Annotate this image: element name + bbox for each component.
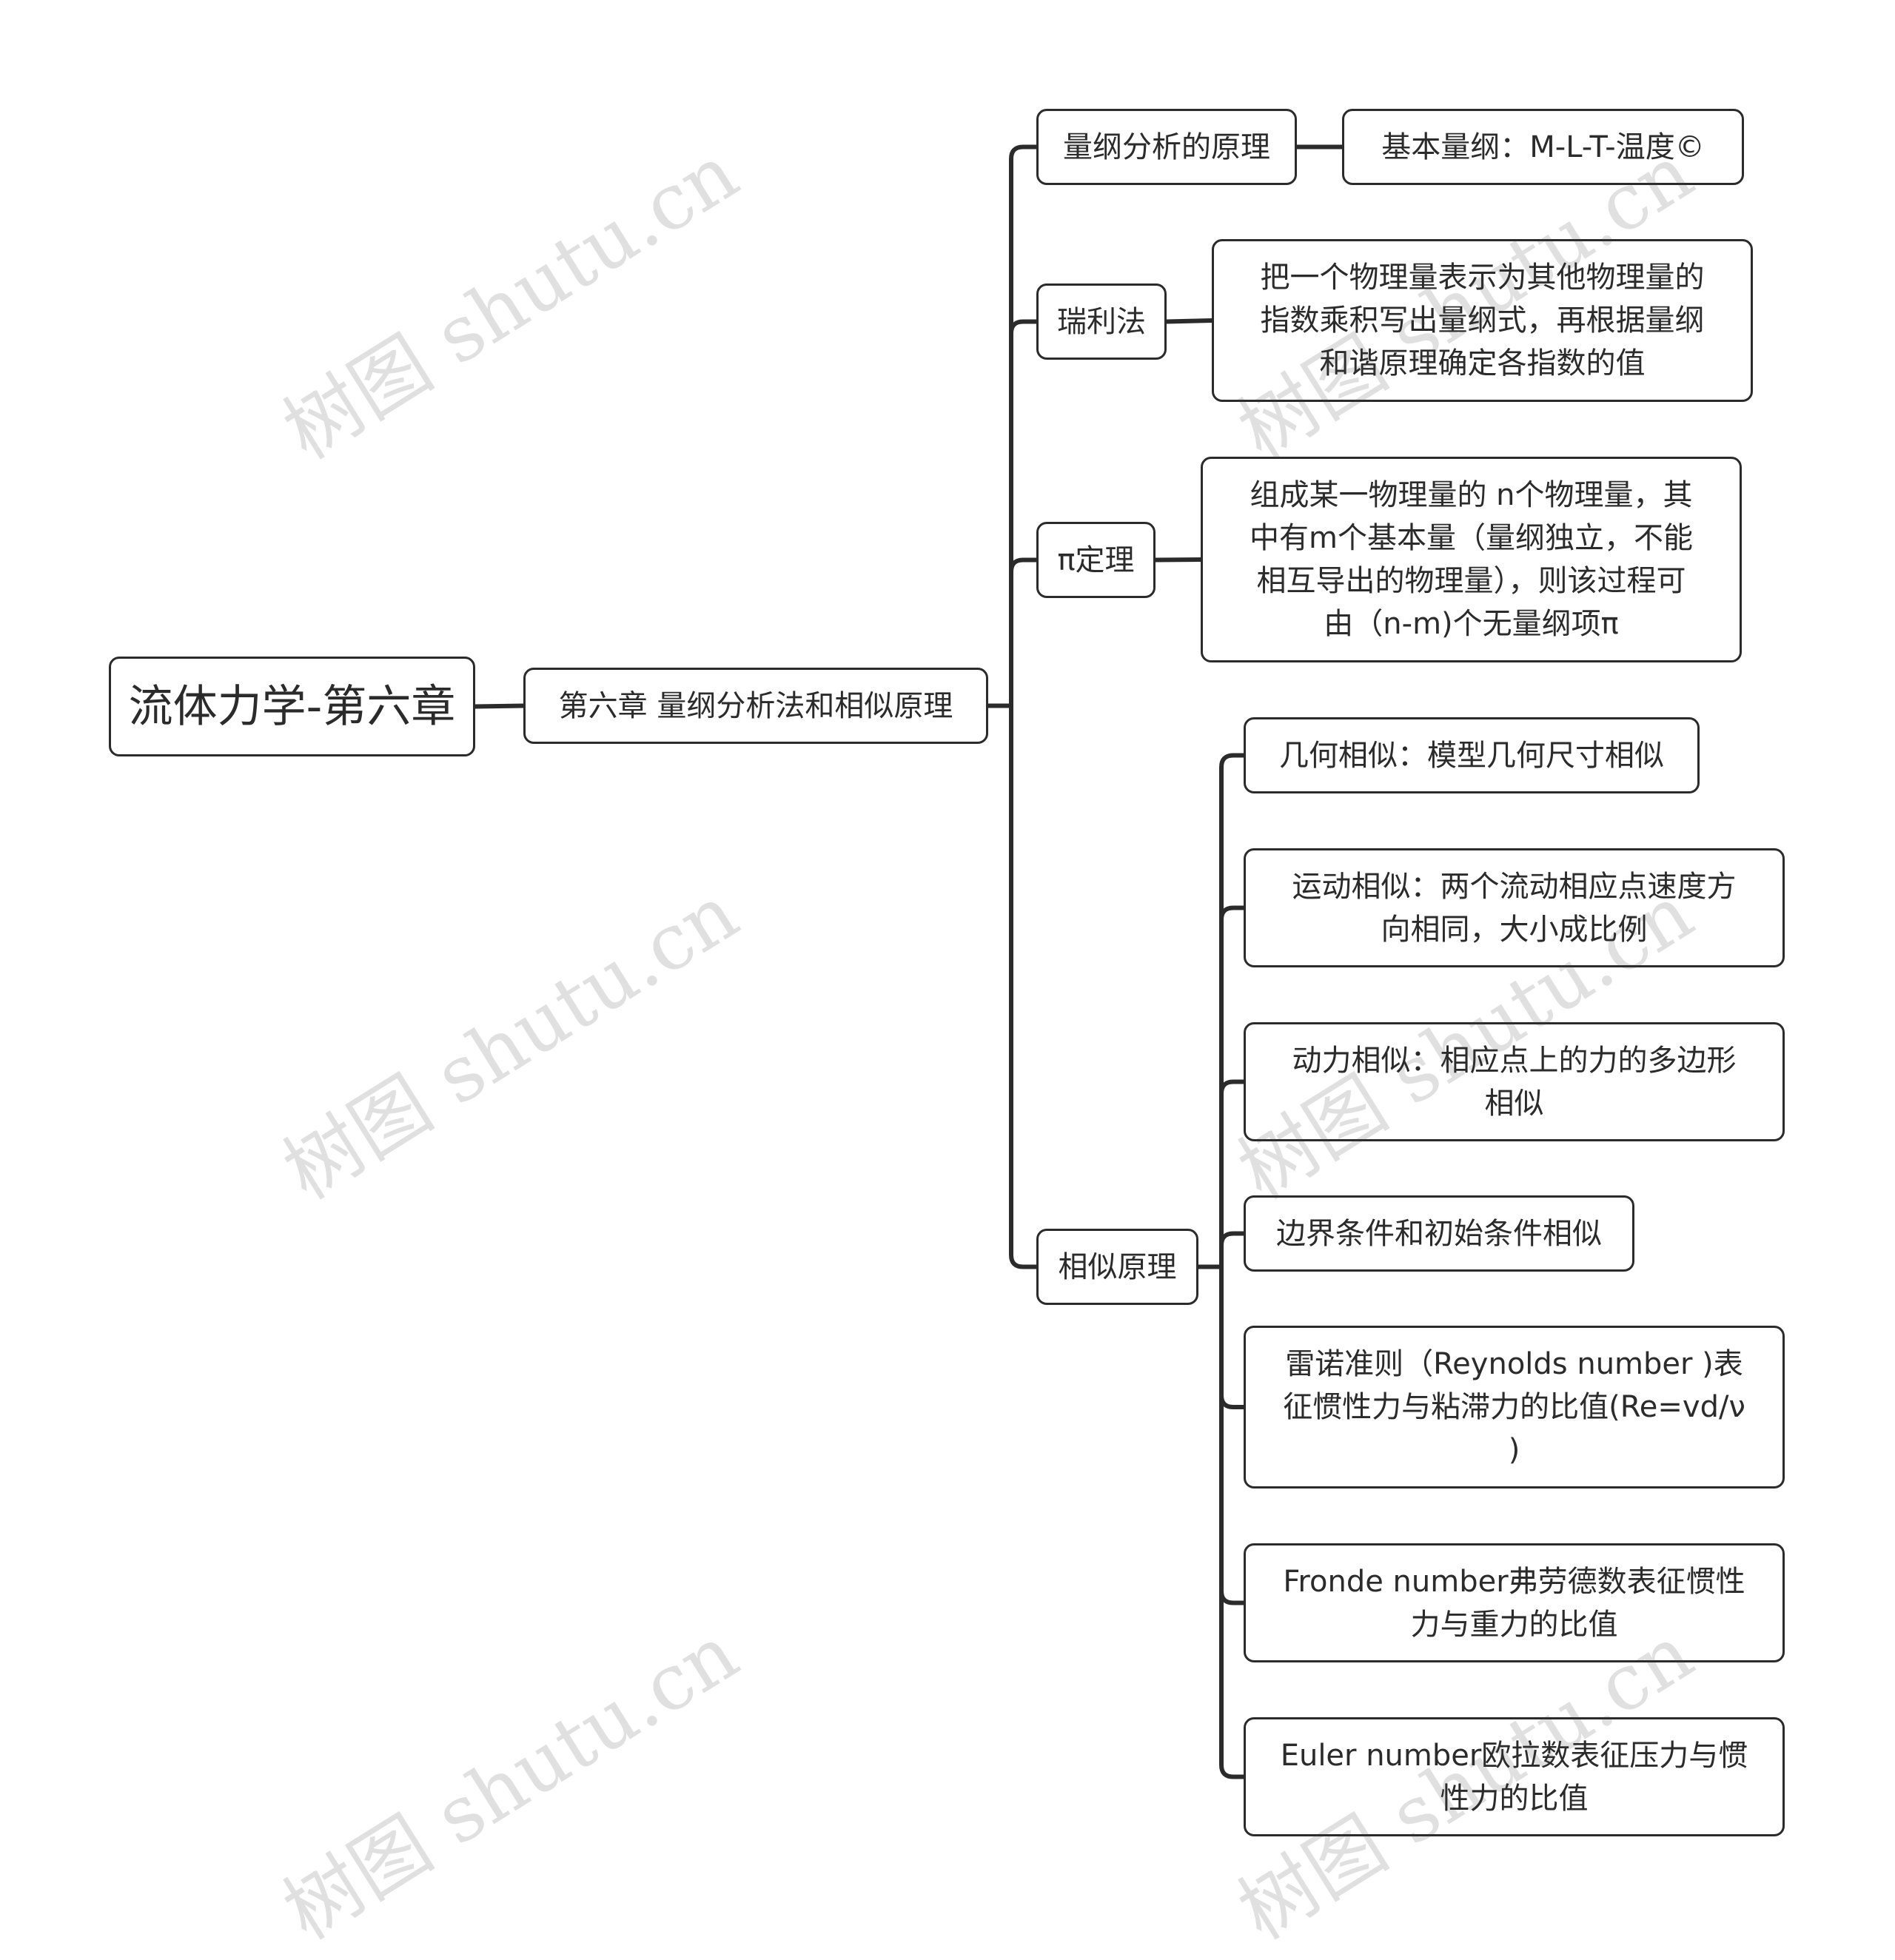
branch-dimension-principle[interactable]: 量纲分析的原理 [1036, 109, 1297, 185]
branch-similarity-principle[interactable]: 相似原理 [1036, 1229, 1198, 1305]
branch-rayleigh-method[interactable]: 瑞利法 [1036, 283, 1167, 360]
connector [1009, 319, 1039, 708]
leaf-pi-description[interactable]: 组成某一物理量的 n个物理量，其 中有m个基本量（量纲独立，不能 相互导出的物理… [1201, 457, 1742, 662]
leaf-geometric-similarity[interactable]: 几何相似：模型几何尺寸相似 [1244, 717, 1700, 793]
connector [1164, 318, 1214, 324]
leaf-reynolds-number[interactable]: 雷诺准则（Reynolds number )表 征惯性力与粘滞力的比值(Re=v… [1244, 1326, 1785, 1489]
connector [1009, 703, 1039, 1269]
root-node[interactable]: 流体力学-第六章 [109, 657, 475, 756]
leaf-euler-number[interactable]: Euler number欧拉数表征压力与惯 性力的比值 [1244, 1717, 1785, 1836]
connector [1219, 1264, 1246, 1605]
leaf-boundary-conditions[interactable]: 边界条件和初始条件相似 [1244, 1195, 1634, 1272]
connector [1219, 1079, 1246, 1269]
leaf-dynamic-similarity[interactable]: 动力相似：相应点上的力的多边形 相似 [1244, 1022, 1785, 1141]
chapter-node[interactable]: 第六章 量纲分析法和相似原理 [523, 668, 988, 744]
connector [1219, 1264, 1246, 1779]
connector [1219, 905, 1246, 1269]
connector [1009, 144, 1039, 708]
connector [1009, 557, 1039, 708]
branch-pi-theorem[interactable]: π定理 [1036, 522, 1156, 598]
leaf-rayleigh-description[interactable]: 把一个物理量表示为其他物理量的 指数乘积写出量纲式，再根据量纲 和谐原理确定各指… [1212, 239, 1753, 402]
connector [473, 703, 526, 709]
leaf-kinematic-similarity[interactable]: 运动相似：两个流动相应点速度方 向相同，大小成比例 [1244, 848, 1785, 967]
connector [1219, 1231, 1246, 1269]
connector [1219, 753, 1246, 1269]
connector [1219, 1264, 1246, 1409]
leaf-froude-number[interactable]: Fronde number弗劳德数表征惯性 力与重力的比值 [1244, 1543, 1785, 1662]
leaf-basic-dimensions[interactable]: 基本量纲：M-L-T-温度© [1342, 109, 1744, 185]
